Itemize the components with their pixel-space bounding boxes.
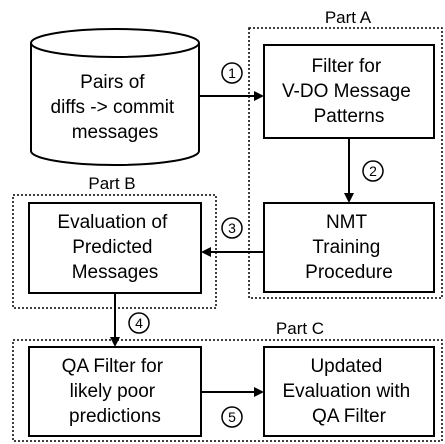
source-line-1: Pairs of	[80, 72, 145, 93]
step-badge-1: 1	[221, 62, 243, 84]
qa-filter-line-3: predictions	[69, 406, 161, 427]
svg-text:Filter for V-DO Message: Filter for V-DO Message Patterns	[282, 56, 416, 127]
qa-filter-line-2: likely poor	[70, 381, 156, 402]
part-a-boundary	[248, 27, 443, 299]
updated-eval-line-2: Evaluation with	[282, 381, 410, 402]
step-number-4: 4	[135, 315, 143, 331]
part-a-label: Part A	[325, 8, 372, 27]
evaluation-line-3: Messages	[72, 262, 159, 283]
filter-line-3: Patterns	[314, 106, 385, 127]
svg-text:Updated Evaluation with: Updated Evaluation with QA Filter	[282, 356, 415, 427]
nmt-line-2: Training	[312, 237, 380, 258]
evaluation-line-2: Predicted	[72, 237, 152, 258]
updated-evaluation-box: Updated Evaluation with QA Filter	[263, 346, 435, 437]
evaluation-line-1: Evaluation of	[57, 212, 168, 233]
part-c-label: Part C	[276, 319, 324, 338]
nmt-line-1: NMT	[326, 212, 368, 233]
part-b-label: Part B	[88, 174, 135, 193]
step-number-2: 2	[369, 163, 377, 179]
svg-text:Pairs of diffs -> commit: Pairs of diffs -> commit messages	[51, 72, 180, 143]
updated-eval-line-3: QA Filter	[312, 406, 387, 427]
filter-box: Filter for V-DO Message Patterns	[263, 44, 435, 139]
filter-line-1: Filter for	[312, 56, 382, 77]
nmt-line-3: Procedure	[305, 262, 393, 283]
step-badge-2: 2	[362, 160, 384, 182]
source-line-3: messages	[72, 122, 159, 143]
source-line-2: diffs -> commit	[51, 97, 175, 118]
filter-line-2: V-DO Message	[282, 81, 411, 102]
step-number-5: 5	[228, 409, 236, 425]
part-c-boundary	[12, 339, 443, 442]
step-badge-4: 4	[128, 312, 150, 334]
svg-text:NMT Training Proce: NMT Training Procedure	[305, 212, 393, 283]
updated-eval-line-1: Updated	[310, 356, 382, 377]
step-badge-5: 5	[221, 406, 243, 428]
source-database: Pairs of diffs -> commit messages	[30, 28, 200, 166]
svg-text:Evaluation of Predicted: Evaluation of Predicted Messages	[57, 212, 172, 283]
qa-filter-line-1: QA Filter for	[62, 356, 164, 377]
step-badge-3: 3	[221, 217, 243, 239]
svg-text:QA Filter for likely poo: QA Filter for likely poor predictions	[62, 356, 169, 427]
nmt-training-box: NMT Training Procedure	[263, 202, 435, 293]
qa-filter-box: QA Filter for likely poor predictions	[28, 346, 202, 437]
step-number-3: 3	[228, 220, 236, 236]
step-number-1: 1	[228, 65, 236, 81]
evaluation-box: Evaluation of Predicted Messages	[28, 202, 202, 294]
